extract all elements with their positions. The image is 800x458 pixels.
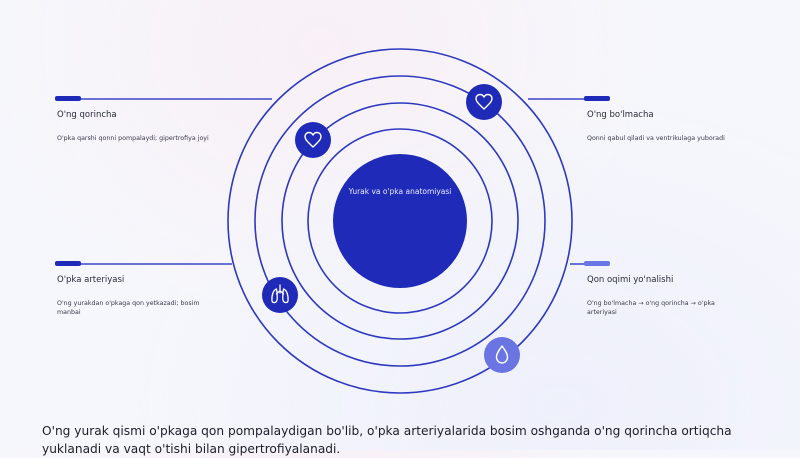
center-disc bbox=[333, 154, 467, 288]
label-title: O'ng bo'lmacha bbox=[587, 110, 654, 120]
connector-cap-blood-flow bbox=[584, 261, 610, 266]
caption-text: O'ng yurak qismi o'pkaga qon pompalaydig… bbox=[42, 424, 732, 456]
label-description: O'ng yurakdan o'pkaga qon yetkazadi; bos… bbox=[57, 300, 200, 316]
label-pulmonary-artery: O'pka arteriyasi O'ng yurakdan o'pkaga q… bbox=[57, 275, 227, 317]
ring-outer bbox=[227, 48, 573, 394]
label-title: Qon oqimi yo'nalishi bbox=[587, 275, 674, 285]
node-pulmonary-artery bbox=[262, 277, 298, 313]
node-right-ventricle bbox=[295, 122, 331, 158]
ring-2 bbox=[281, 102, 519, 340]
heart-icon bbox=[475, 93, 493, 110]
label-right-atrium: O'ng bo'lmacha Qonni qabul qiladi va ven… bbox=[587, 110, 757, 143]
center-title: Yurak va o'pka anatomiyasi bbox=[348, 187, 452, 196]
droplet-icon bbox=[495, 345, 509, 364]
connector-cap-pulmonary-artery bbox=[55, 261, 81, 266]
connector-cap-right-ventricle bbox=[55, 96, 81, 101]
label-description: Qonni qabul qiladi va ventrikulaga yubor… bbox=[587, 135, 725, 142]
connector-cap-right-atrium bbox=[584, 96, 610, 101]
label-description: O'ng bo'lmacha → o'ng qorincha → o'pka a… bbox=[587, 300, 715, 316]
node-blood-flow bbox=[484, 337, 520, 373]
ring-1 bbox=[307, 128, 493, 314]
label-right-ventricle: O'ng qorincha O'pka qarshi qonni pompala… bbox=[57, 110, 227, 143]
label-description: O'pka qarshi qonni pompalaydi; gipertrof… bbox=[57, 135, 209, 142]
ring-3 bbox=[254, 75, 546, 367]
label-title: O'pka arteriyasi bbox=[57, 275, 125, 285]
heart-icon bbox=[304, 131, 322, 148]
node-right-atrium bbox=[466, 84, 502, 120]
lungs-icon bbox=[271, 284, 289, 304]
label-title: O'ng qorincha bbox=[57, 110, 117, 120]
label-blood-flow: Qon oqimi yo'nalishi O'ng bo'lmacha → o'… bbox=[587, 275, 757, 317]
